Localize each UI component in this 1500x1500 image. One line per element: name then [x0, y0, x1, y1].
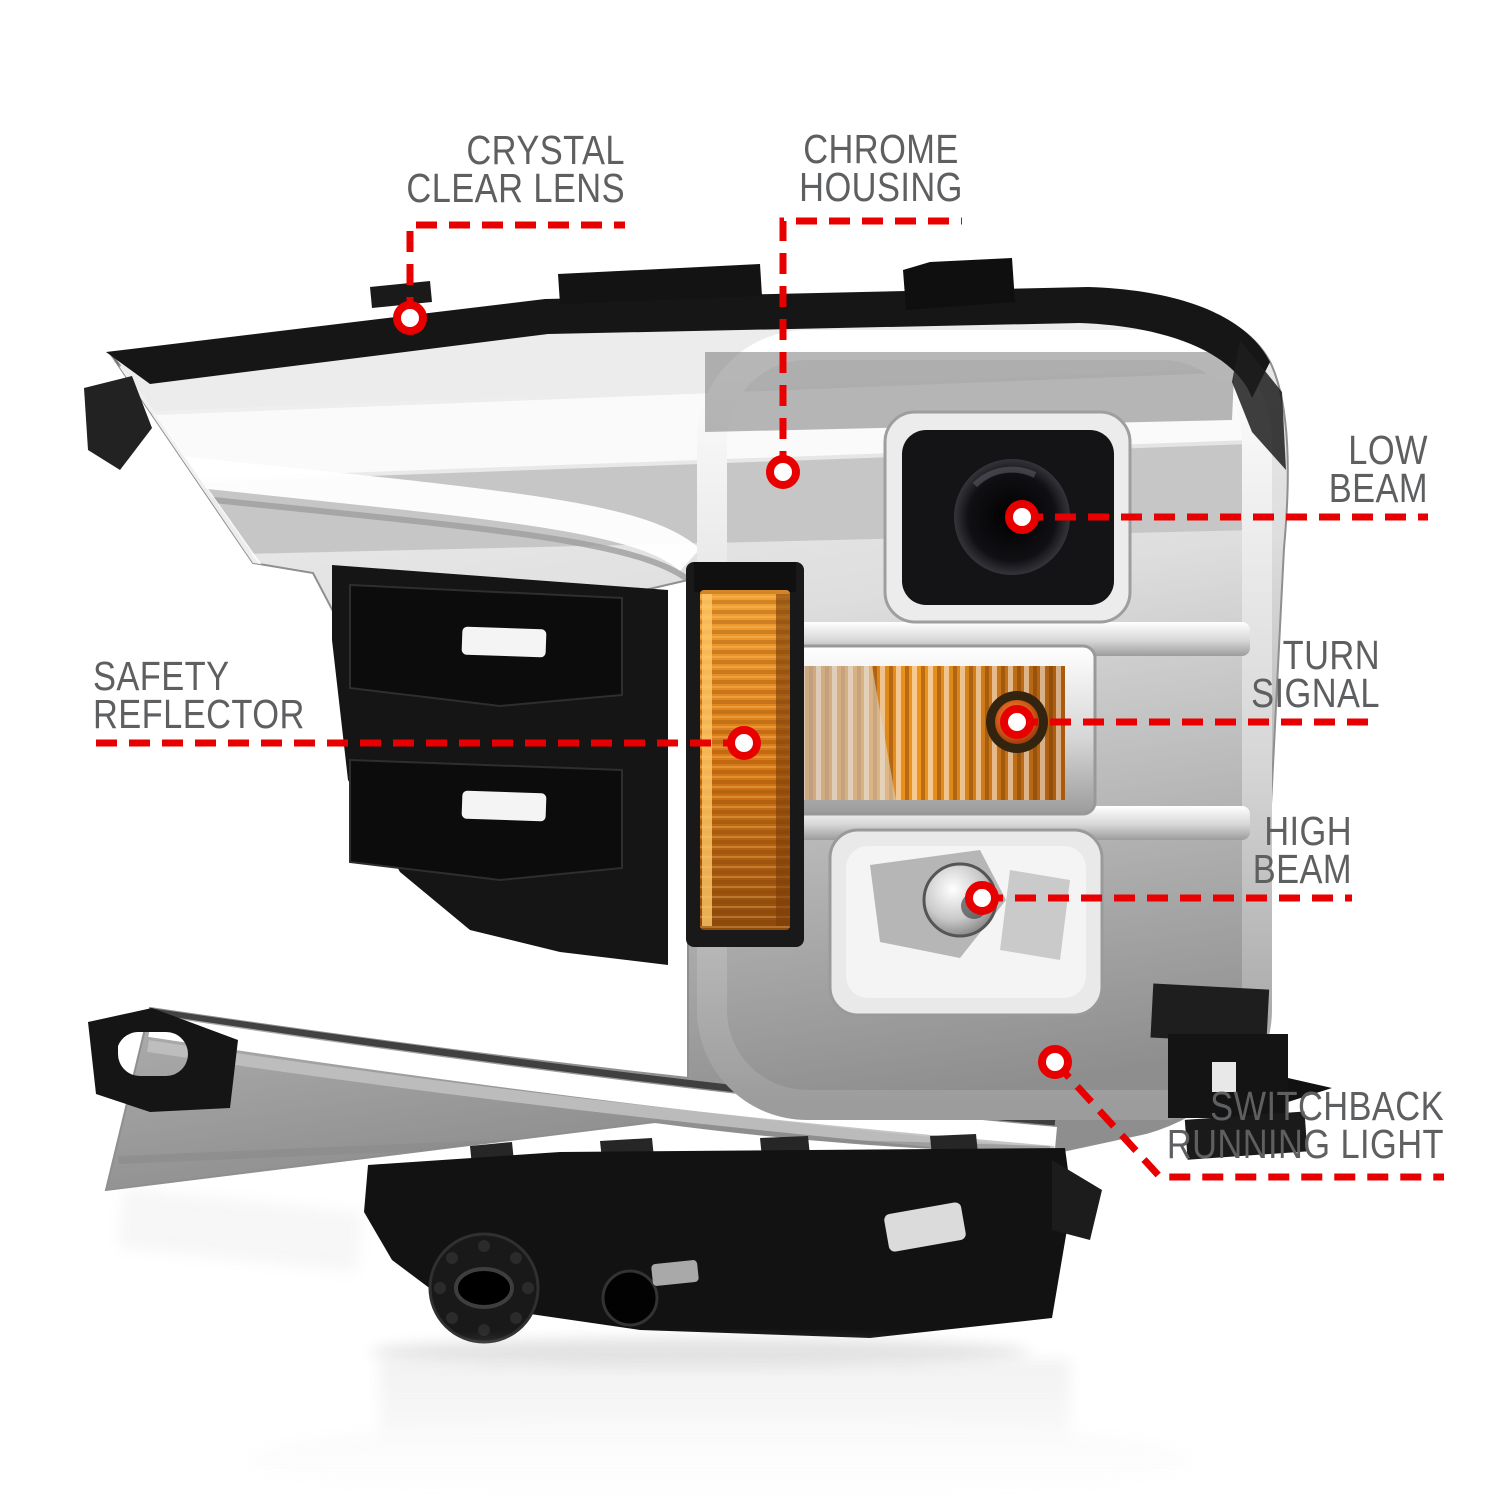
callout-label-high-beam: HIGH BEAM [1100, 808, 1352, 892]
callout-line-switchback-running-light [1052, 1059, 1444, 1181]
callout-dot-low-beam [1005, 500, 1039, 534]
label-line: BEAM [1252, 846, 1352, 892]
callout-label-safety-reflector: SAFETY REFLECTOR [93, 653, 446, 737]
side-mount-tab [84, 376, 152, 470]
label-line: HIGH [1264, 808, 1352, 854]
callout-label-low-beam: LOW BEAM [1176, 427, 1428, 511]
callout-dot-high-beam [965, 881, 999, 915]
label-line: CHROME [803, 126, 959, 172]
callout-label-chrome-housing: CHROME HOUSING [755, 126, 1007, 210]
callout-dot-chrome-housing [766, 455, 800, 489]
top-trim [106, 258, 1286, 470]
label-line: CLEAR LENS [406, 165, 625, 211]
label-line: REFLECTOR [93, 691, 305, 737]
label-line: LOW [1348, 427, 1428, 473]
callout-dot-switchback-running-light [1038, 1045, 1072, 1079]
label-line: SWITCHBACK [1210, 1083, 1444, 1129]
label-line: CRYSTAL [466, 127, 625, 173]
callout-label-crystal-clear-lens: CRYSTAL CLEAR LENS [289, 127, 625, 211]
label-line: TURN [1282, 632, 1380, 678]
high-beam-lamp [828, 828, 1104, 1017]
turn-signal-lamp [778, 644, 1097, 816]
rear-brackets [332, 565, 668, 965]
callout-label-turn-signal: TURN SIGNAL [1128, 632, 1380, 716]
callout-line-crystal-clear-lens [406, 221, 625, 318]
lower-mount-tab [88, 1008, 238, 1112]
callout-dot-turn-signal [1000, 705, 1034, 739]
label-line: RUNNING LIGHT [1166, 1121, 1444, 1167]
label-line: BEAM [1328, 465, 1428, 511]
mounting-bracket [364, 1134, 1102, 1344]
label-line: SIGNAL [1251, 670, 1380, 716]
callout-connectors [95, 217, 1444, 1181]
right-brackets [1150, 983, 1332, 1160]
floor-reflection [0, 1187, 1500, 1500]
label-line: HOUSING [799, 164, 963, 210]
callout-label-switchback-running-light: SWITCHBACK RUNNING LIGHT [1108, 1083, 1444, 1167]
callout-dot-safety-reflector [727, 726, 761, 760]
label-line: SAFETY [93, 653, 230, 699]
callout-dot-crystal-clear-lens [393, 301, 427, 335]
callout-line-chrome-housing [779, 217, 962, 472]
